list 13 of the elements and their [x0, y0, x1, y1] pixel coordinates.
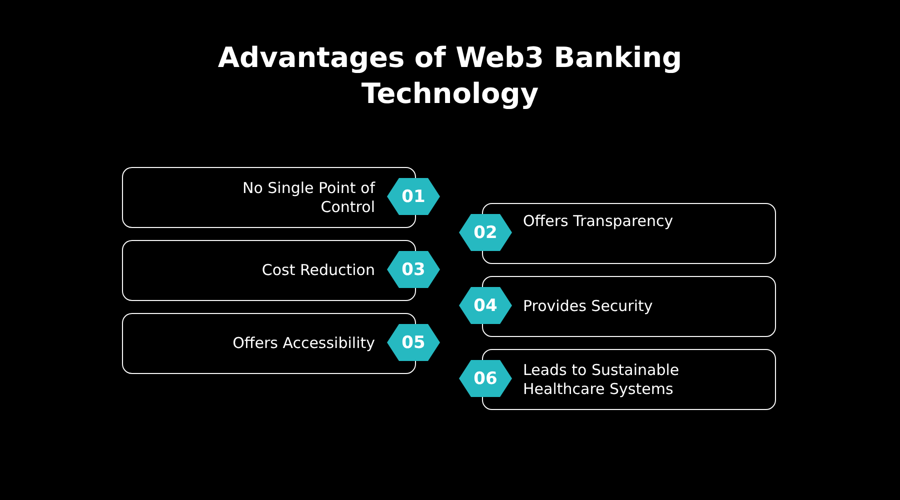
number-badge: 02 [459, 214, 512, 251]
number-badge: 05 [387, 324, 440, 361]
item-text: Provides Security [523, 297, 653, 316]
number-badge: 01 [387, 178, 440, 215]
item-text: Offers Transparency [523, 212, 674, 231]
item-text: Offers Accessibility [232, 334, 375, 353]
item-text: No Single Point of Control [241, 178, 375, 216]
number-badge: 03 [387, 251, 440, 288]
item-text: Cost Reduction [262, 261, 375, 280]
number-badge: 06 [459, 360, 512, 397]
page-title: Advantages of Web3 Banking Technology [216, 40, 684, 112]
number-badge: 04 [459, 287, 512, 324]
item-text: Leads to Sustainable Healthcare Systems [523, 360, 680, 398]
